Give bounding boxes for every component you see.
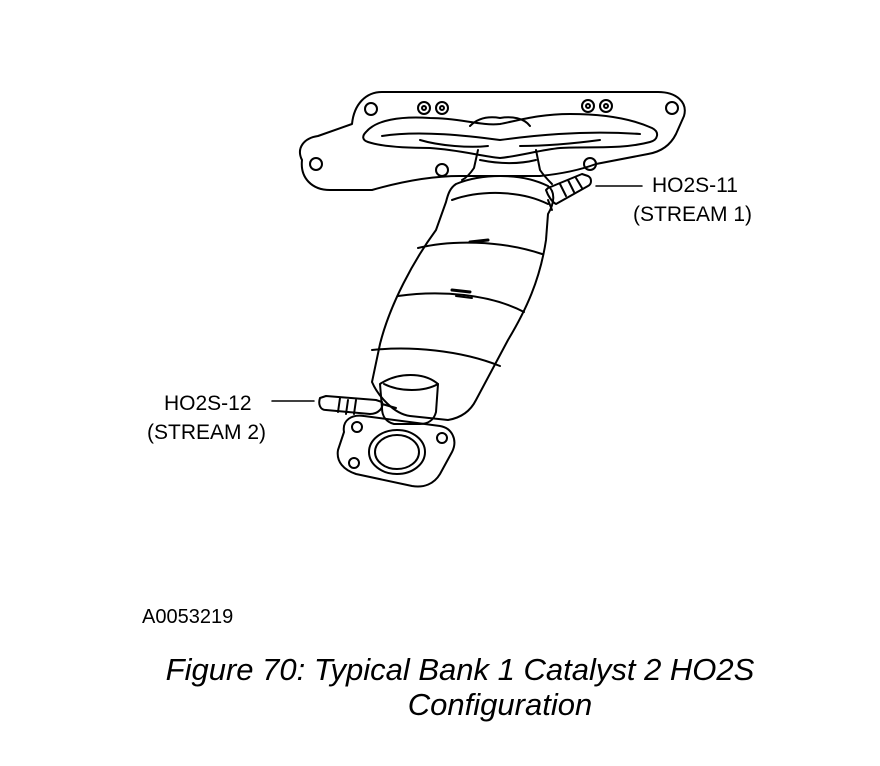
collector-neck xyxy=(461,149,553,185)
ho2s-11-label: HO2S-11 xyxy=(652,174,738,197)
upstream-sensor xyxy=(545,173,592,211)
stream-1-label: (STREAM 1) xyxy=(633,203,753,226)
stream-2-label: (STREAM 2) xyxy=(147,421,267,444)
caption-line-2: Configuration xyxy=(407,687,593,722)
manifold-flange xyxy=(299,91,686,191)
ho2s-12-label: HO2S-12 xyxy=(164,392,252,415)
caption-line-1: Figure 70: Typical Bank 1 Catalyst 2 HO2… xyxy=(165,652,755,687)
art-id: A0053219 xyxy=(142,606,234,628)
figure-caption: Figure 70: Typical Bank 1 Catalyst 2 HO2… xyxy=(120,652,800,722)
manifold-runners xyxy=(362,113,658,159)
manifold-studs xyxy=(417,99,613,115)
downstream-sensor xyxy=(318,395,397,415)
converter-body xyxy=(371,175,555,421)
outlet-flange xyxy=(336,374,456,488)
